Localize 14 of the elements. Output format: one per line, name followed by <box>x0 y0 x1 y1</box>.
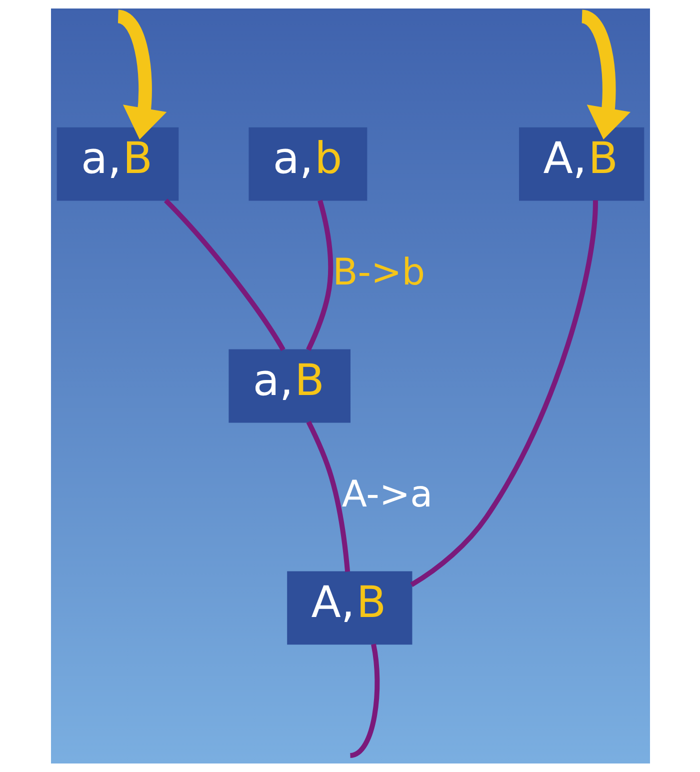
node-box: a,B <box>56 127 178 201</box>
connector <box>306 420 350 572</box>
edge-label: B->b <box>332 250 425 294</box>
node-box: a,b <box>248 127 367 201</box>
connector <box>349 644 380 758</box>
connector <box>306 200 333 351</box>
node-box: A,B <box>518 127 644 201</box>
edge-label: A->a <box>341 472 432 516</box>
connector <box>163 198 285 352</box>
node-box: a,B <box>228 349 350 423</box>
arrow <box>580 10 630 140</box>
connector <box>410 200 598 587</box>
arrow <box>116 10 166 140</box>
node-box: A,B <box>286 571 412 645</box>
